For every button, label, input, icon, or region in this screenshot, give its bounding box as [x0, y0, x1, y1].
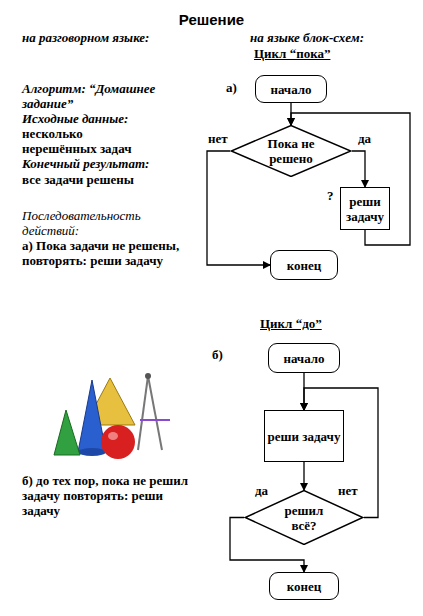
section-heading: Цикл “до”: [260, 316, 390, 331]
node-text: начало: [270, 82, 311, 97]
branch-label: да: [255, 483, 268, 498]
start-terminal: начало: [268, 343, 340, 373]
step-text: б) до тех пор, пока не решил задачу повт…: [22, 473, 197, 518]
flow-arrow: [303, 462, 304, 490]
flow-arrow: [352, 151, 365, 187]
start-terminal: начало: [255, 75, 327, 103]
end-terminal: конец: [269, 572, 339, 600]
decision-diamond: Пока не решено: [230, 125, 352, 177]
field-heading: Исходные данные:: [22, 111, 202, 126]
node-text: конец: [287, 579, 322, 594]
step-text: а) Пока задачи не решены, повторять: реш…: [22, 238, 207, 268]
process-box: реши задачу: [264, 410, 344, 462]
process-box: реши задачу: [340, 187, 390, 230]
algorithm-name: Алгоритм: “Домашнее задание”: [22, 81, 172, 111]
geometry-clipart: [40, 370, 175, 465]
field-value: несколько нерешённых задач: [22, 126, 142, 156]
branch-label: да: [358, 131, 371, 146]
variant-letter: а): [226, 80, 256, 95]
field-heading: Конечный результат:: [22, 156, 202, 171]
node-text: начало: [283, 351, 324, 366]
field-heading: Последовательность действий:: [22, 208, 172, 238]
decision-diamond: решил всё?: [244, 490, 364, 545]
section-heading: Цикл “пока”: [254, 46, 384, 61]
node-text: реши задачу: [341, 194, 389, 224]
column-heading: на языке блок-схем:: [250, 30, 420, 45]
branch-label: нет: [208, 131, 228, 146]
node-text: конец: [287, 258, 322, 273]
flow-arrow: [207, 151, 270, 265]
node-text: реши задачу: [268, 429, 341, 444]
field-value: все задачи решены: [22, 172, 202, 187]
title-heading: Решение: [0, 12, 423, 27]
column-heading: на разговорном языке:: [22, 30, 232, 45]
node-text: Пока не решено: [259, 136, 323, 166]
variant-letter: б): [212, 347, 242, 362]
branch-label: нет: [338, 483, 358, 498]
node-text: решил всё?: [274, 503, 334, 533]
end-terminal: конец: [270, 250, 338, 280]
